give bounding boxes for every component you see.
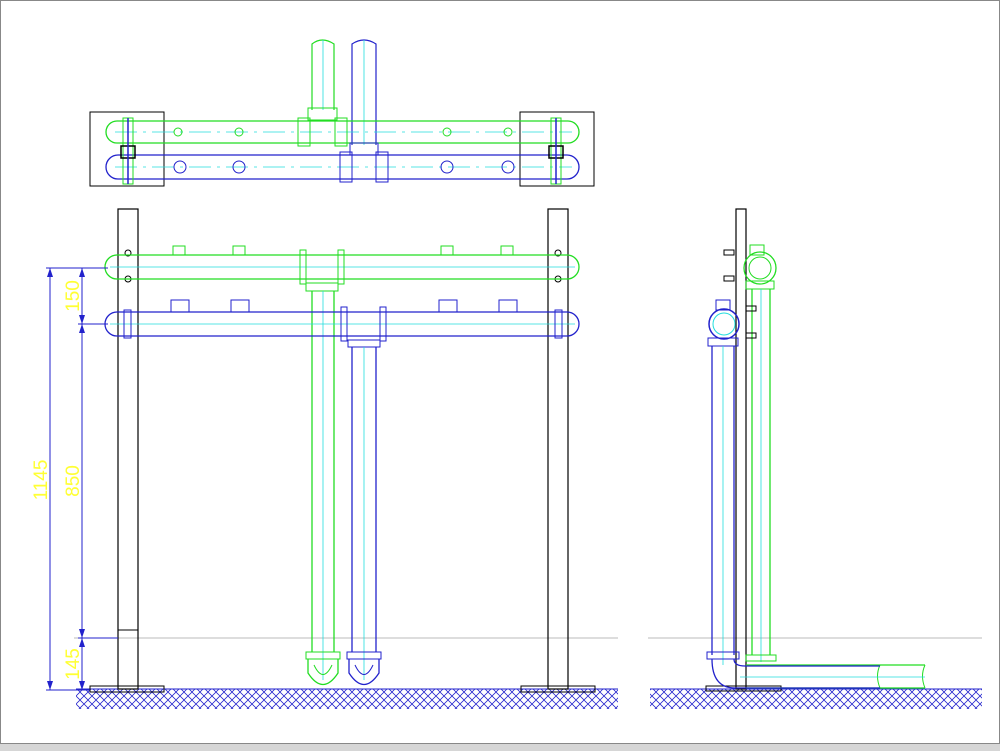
left-base-plate-plan: [89, 111, 165, 187]
ground-hatch-front: [76, 689, 618, 709]
dimension-lower: 145: [63, 648, 84, 680]
plan-view: [89, 39, 595, 187]
green-riser-plan: [311, 39, 335, 110]
blue-pipe-plan: [105, 154, 580, 180]
right-base-plate-plan: [519, 111, 595, 187]
left-column: [117, 208, 139, 690]
side-column: [735, 208, 747, 690]
side-elevation: [648, 208, 982, 709]
front-elevation: 1145 150 850 145: [31, 208, 618, 709]
dimension-middle: 850: [63, 465, 84, 497]
green-pipe-plan: [105, 120, 580, 144]
ground-hatch-side: [650, 689, 982, 709]
bottom-status-strip: [0, 744, 1000, 751]
dimension-total: 1145: [31, 460, 52, 501]
dimension-upper: 150: [63, 280, 84, 312]
green-pipe-elevation: [104, 254, 580, 280]
dimension-chain: 1145 150 850 145: [31, 267, 118, 691]
right-column: [547, 208, 569, 690]
